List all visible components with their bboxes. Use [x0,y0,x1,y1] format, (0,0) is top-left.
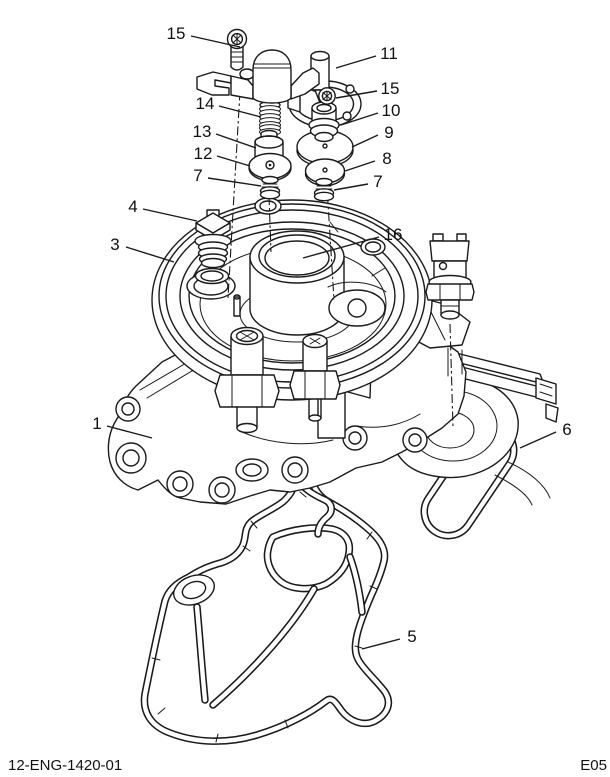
gasket-5-segment-ticks [151,491,378,743]
bracket-arm [196,67,320,100]
leader-line-1-14 [106,425,153,439]
right-boss [327,281,387,327]
leader-line-12-9 [216,155,251,167]
interior-pin [233,294,241,317]
bracket-assembly [196,28,362,143]
callout-9-4: 9 [384,123,393,142]
callout-10-3: 10 [382,101,401,120]
gasket-5-eyelet [172,574,216,606]
callout-6-15: 6 [562,420,571,439]
plug-seal-ring [194,267,230,285]
retainer-7-right [313,177,335,202]
callout-12-9: 12 [194,144,213,163]
leader-line-15-0 [190,35,241,48]
callout-4-11: 4 [128,197,137,216]
footer-left-label: 12-ENG-1420-01 [8,757,122,774]
callout-11-1: 11 [380,44,398,63]
footer: 12-ENG-1420-01 E05 [8,757,607,774]
hex-fitting-left [214,326,280,434]
leader-line-15-2 [335,90,378,99]
callout-14-7: 14 [196,94,215,113]
temp-sensor [425,233,475,320]
leader-line-16-13 [302,236,380,259]
leader-line-11-1 [335,55,377,69]
leader-line-3-12 [125,246,175,263]
leader-line-8-5 [344,160,376,172]
gasket-5 [140,464,393,745]
callout-16-13: 16 [384,225,403,244]
leader-line-9-4 [351,134,379,148]
callout-1-14: 1 [92,414,101,433]
leader-line-7-10 [207,177,262,187]
leader-line-5-16 [361,638,401,650]
callout-15-2: 15 [381,79,400,98]
leader-line-6-15 [519,431,557,449]
leader-line-10-3 [340,112,379,126]
screw-15-left [226,28,248,71]
outlet-clip-handle [451,351,559,423]
fitting-10 [308,101,340,143]
callout-8-5: 8 [382,149,391,168]
footer-right-label: E05 [580,757,607,774]
hex-fitting-center [289,333,341,422]
cap [252,49,292,104]
leader-line-4-11 [142,208,198,222]
callout-7-10: 7 [193,166,202,185]
screw-15-right [318,87,336,105]
leader-line-14-7 [218,105,262,118]
callout-7-6: 7 [373,172,382,191]
callout-13-8: 13 [193,122,212,141]
plug-4 [194,209,232,285]
callout-3-12: 3 [110,235,119,254]
leader-line-13-8 [215,133,257,149]
callout-5-16: 5 [407,627,416,646]
callout-15-0: 15 [167,24,186,43]
bolt-bosses [115,396,428,504]
leader-line-7-6 [333,183,369,191]
center-bore-16 [239,230,355,343]
retainer-7-left [259,175,281,200]
